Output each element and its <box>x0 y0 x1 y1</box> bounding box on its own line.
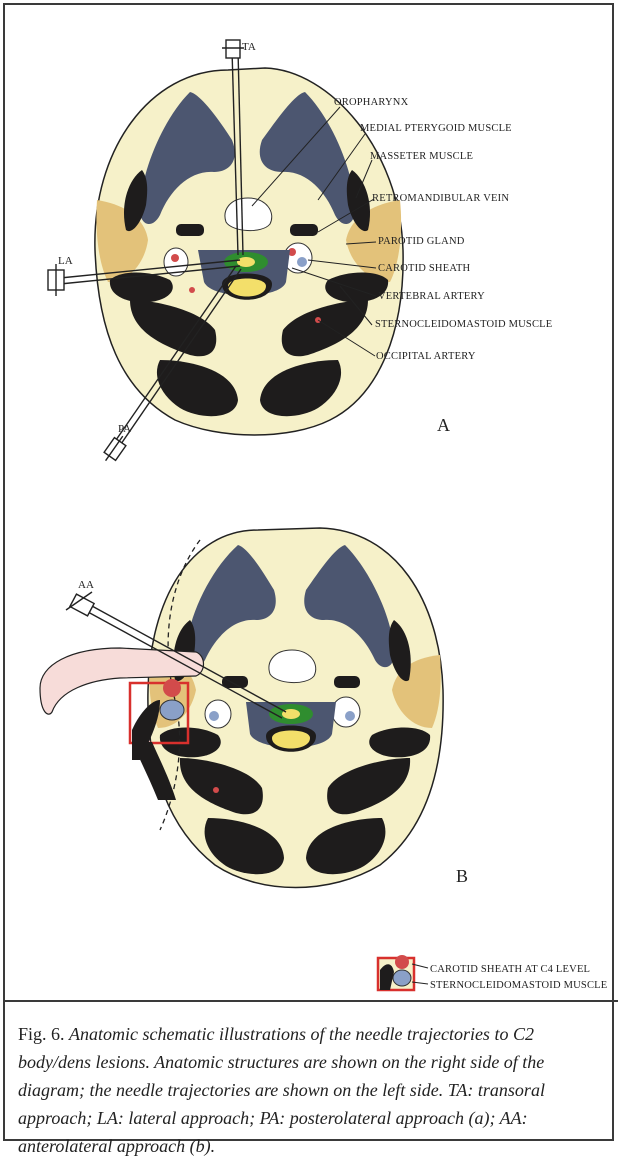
caption-text: Anatomic schematic illustrations of the … <box>18 1024 545 1156</box>
figure-caption: Fig. 6. Anatomic schematic illustrations… <box>18 1020 603 1160</box>
carotid-vein-right <box>297 257 307 267</box>
label-sternocleidomastoid: STERNOCLEIDOMASTOID MUSCLE <box>375 319 552 330</box>
caption-figure-number: Fig. 6. <box>18 1024 65 1044</box>
panel-letter-a: A <box>437 415 450 435</box>
occipital-dot-b <box>213 787 219 793</box>
legend-swatch <box>378 955 414 990</box>
structure-right-b <box>334 676 360 688</box>
structure-left-1 <box>176 224 204 236</box>
panel-a-cross-section <box>95 68 403 435</box>
oropharynx <box>225 198 272 231</box>
anatomic-figure: TA LA PA OROPHARYNX MEDIAL PTERYGOID MUS… <box>0 0 621 1000</box>
panel-letter-b: B <box>456 866 468 886</box>
structure-left-b <box>222 676 248 688</box>
vertebral-artery-dot-left <box>189 287 195 293</box>
needle-label-aa: AA <box>78 579 94 591</box>
label-carotid-sheath: CAROTID SHEATH <box>378 263 471 274</box>
label-masseter: MASSETER MUSCLE <box>370 151 473 162</box>
needle-label-ta: TA <box>242 41 256 53</box>
needle-label-la: LA <box>58 255 73 267</box>
legend-label-scm: STERNOCLEIDOMASTOID MUSCLE <box>430 980 607 991</box>
structure-right-1 <box>290 224 318 236</box>
label-parotid-gland: PAROTID GLAND <box>378 236 465 247</box>
label-vertebral-artery: VERTEBRAL ARTERY <box>378 291 485 302</box>
carotid-artery-left <box>171 254 179 262</box>
label-retromandibular-vein: RETROMANDIBULAR VEIN <box>372 193 509 204</box>
caption-divider <box>3 1000 618 1002</box>
label-occipital-artery: OCCIPITAL ARTERY <box>376 351 476 362</box>
legend-label-carotid-c4: CAROTID SHEATH AT C4 LEVEL <box>430 964 590 975</box>
panel-b-cross-section <box>148 528 443 888</box>
label-oropharynx: OROPHARYNX <box>334 97 409 108</box>
carotid-vein-left-b <box>209 711 219 721</box>
oropharynx-b <box>269 650 316 683</box>
label-medial-pterygoid: MEDIAL PTERYGOID MUSCLE <box>360 123 512 134</box>
needle-label-pa: PA <box>118 423 131 435</box>
carotid-vein-right-b <box>345 711 355 721</box>
carotid-sheath-right-b <box>332 697 360 727</box>
